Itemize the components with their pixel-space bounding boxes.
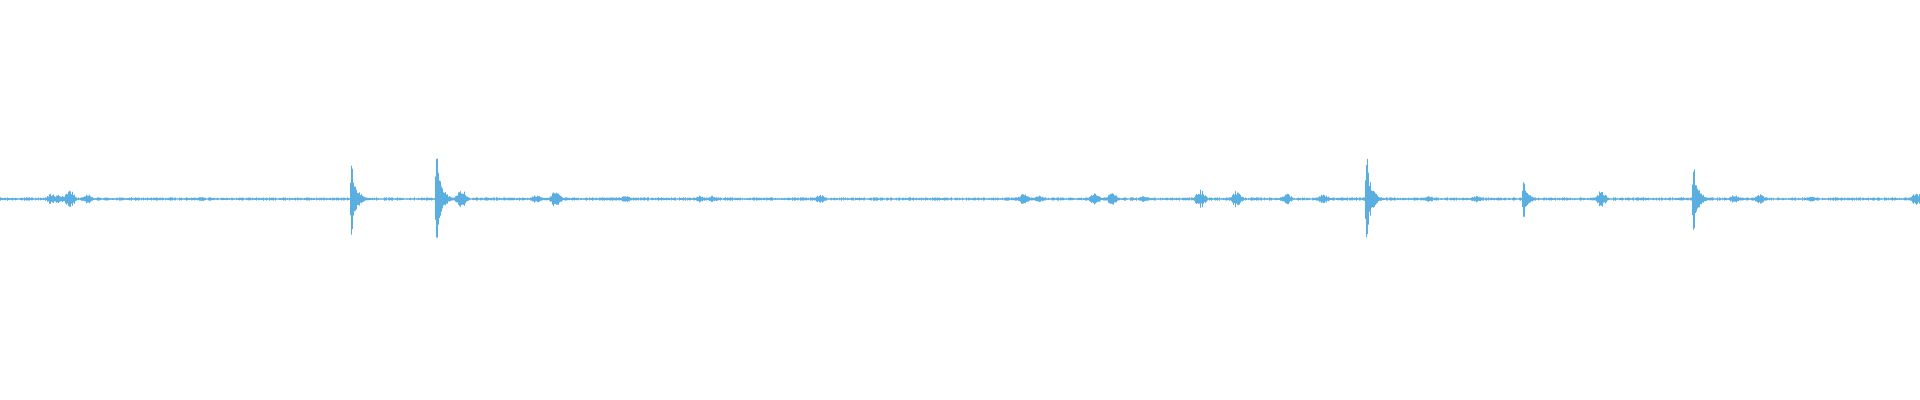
waveform-samples bbox=[0, 158, 1920, 238]
waveform-path bbox=[0, 158, 1920, 238]
